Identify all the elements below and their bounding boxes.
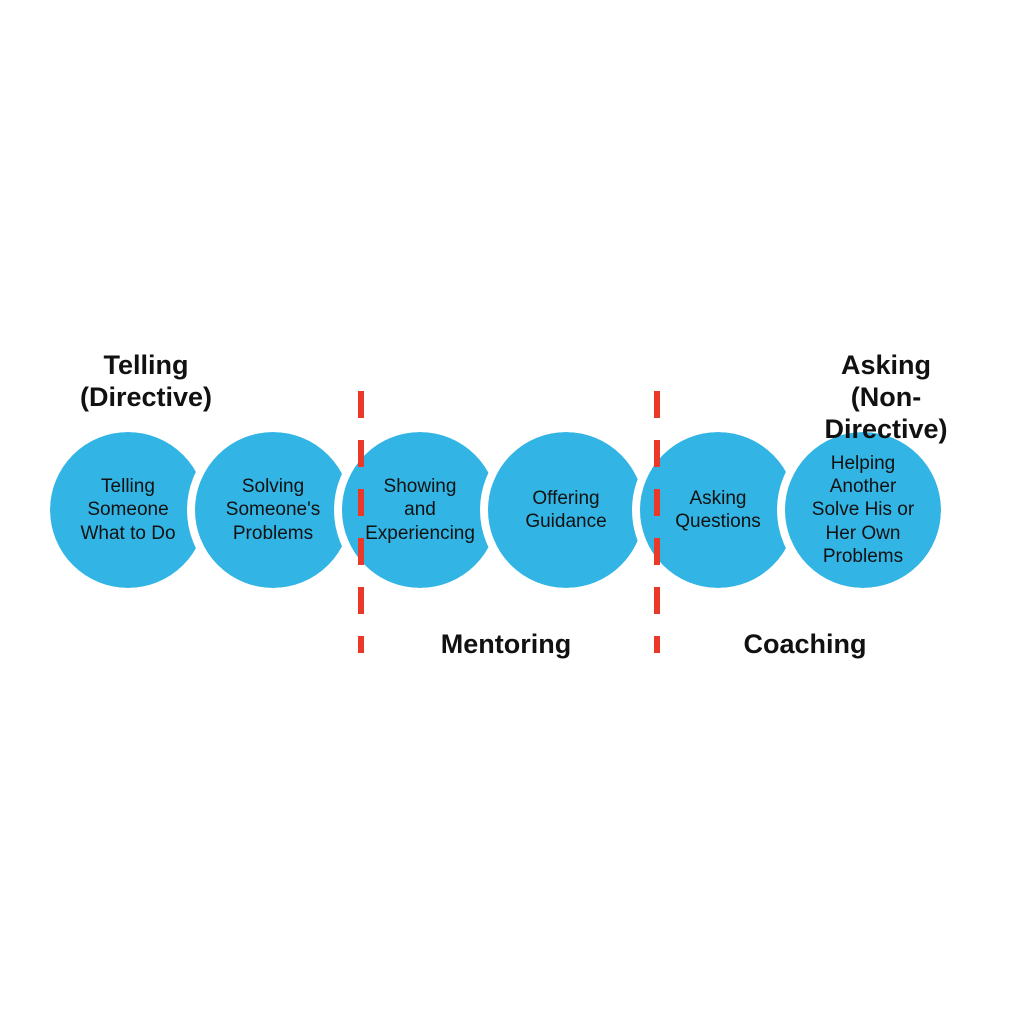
circle-showing-and-experiencing: Showing and Experiencing — [334, 424, 506, 596]
mentoring-zone-label: Mentoring — [440, 629, 572, 659]
circle-telling-someone-what-to-do: Telling Someone What to Do — [42, 424, 214, 596]
dashed-divider-line-right — [654, 391, 660, 653]
circle-solving-someones-problems: Solving Someone's Problems — [187, 424, 359, 596]
coaching-zone-label: Coaching — [743, 629, 867, 659]
dashed-divider-line-left — [358, 391, 364, 653]
circle-label: Solving Someone's Problems — [225, 476, 321, 544]
telling-directive-heading: Telling (Directive) — [79, 350, 213, 412]
circle-offering-guidance: Offering Guidance — [480, 424, 652, 596]
circle-label: Helping Another Solve His or Her Own Pro… — [811, 453, 915, 567]
asking-non-directive-heading: Asking (Non-Directive) — [824, 350, 948, 444]
circle-helping-another-solve-problems: Helping Another Solve His or Her Own Pro… — [777, 424, 949, 596]
circle-label: Telling Someone What to Do — [80, 476, 176, 544]
circle-label: Offering Guidance — [525, 487, 607, 532]
circle-label: Asking Questions — [675, 487, 761, 532]
circle-label: Showing and Experiencing — [365, 476, 475, 544]
